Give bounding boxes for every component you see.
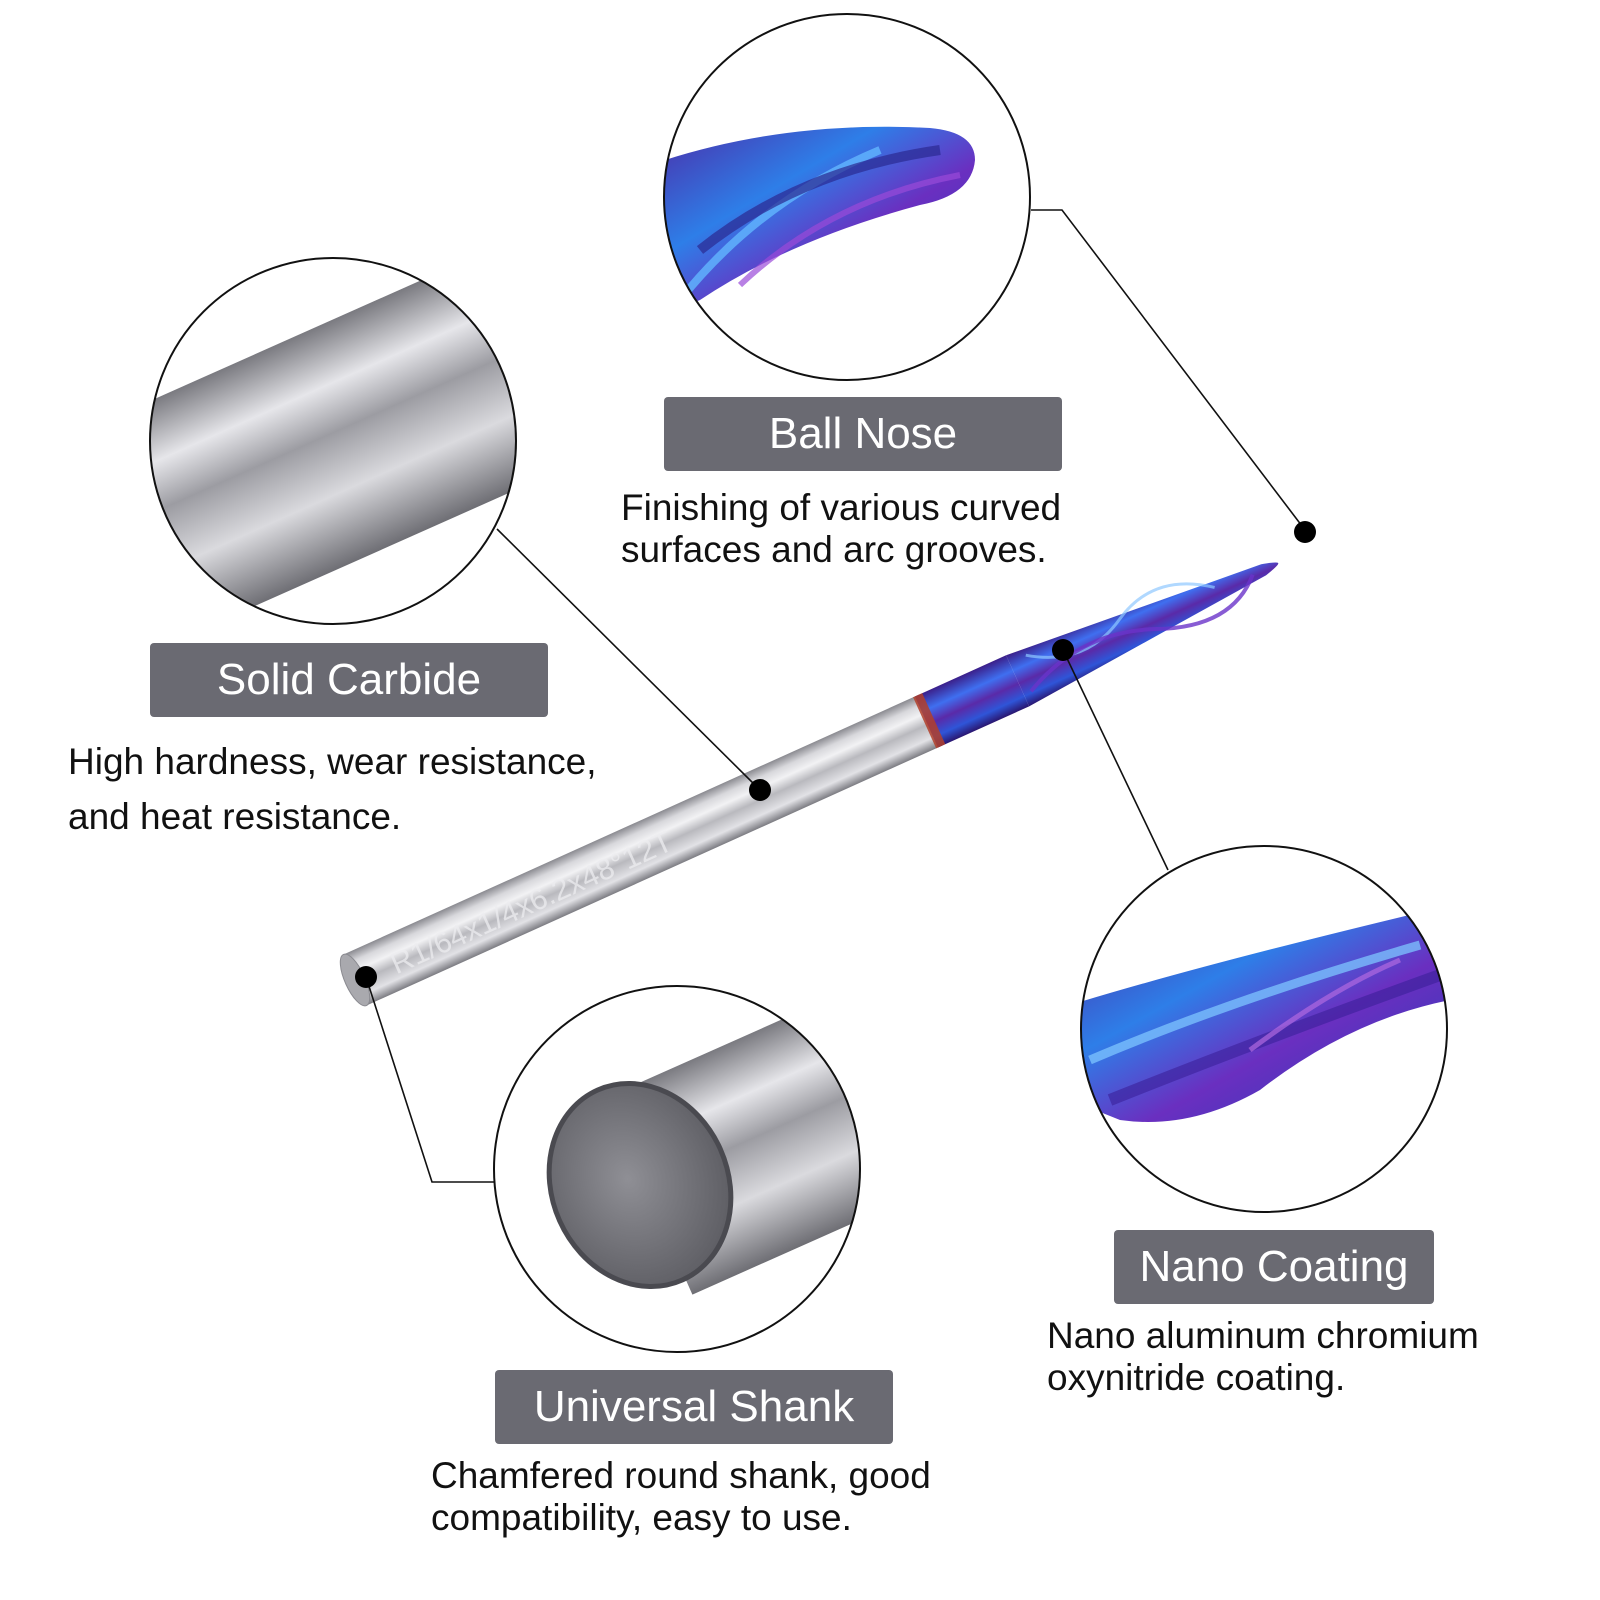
solid-carbide-description-line-2: and heat resistance.	[68, 796, 402, 837]
nano-coating-description-line-1: Nano aluminum chromium	[1047, 1315, 1479, 1356]
ball-nose-label: Ball Nose	[664, 397, 1062, 471]
universal-shank-zoom	[493, 985, 861, 1353]
callout-dots	[355, 521, 1316, 988]
solid-carbide-zoom	[149, 257, 517, 625]
shank-engraving: R1/64x1/4x6.2x48°12T	[386, 825, 678, 981]
nano-coating-label: Nano Coating	[1114, 1230, 1434, 1304]
leader-lines	[365, 209, 1306, 1183]
solid-carbide-description: High hardness, wear resistance, and heat…	[68, 734, 597, 844]
ball-nose-description: Finishing of various curved surfaces and…	[621, 487, 1061, 571]
nano-coating-dot	[1052, 639, 1074, 661]
solid-carbide-dot	[749, 779, 771, 801]
nano-coating-description-line-2: oxynitride coating.	[1047, 1357, 1346, 1398]
solid-carbide-label: Solid Carbide	[150, 643, 548, 717]
nano-coating-description: Nano aluminum chromium oxynitride coatin…	[1047, 1315, 1479, 1399]
ball-nose-zoom	[663, 13, 1031, 381]
ball-nose-description-line-2: surfaces and arc grooves.	[621, 529, 1047, 570]
tool-coated-neck	[914, 655, 1030, 748]
tool-fluted-tip	[1006, 562, 1279, 707]
universal-shank-dot	[355, 966, 377, 988]
shank-end-face	[546, 1080, 734, 1290]
tool-shank	[343, 694, 943, 1006]
universal-shank-description-line-1: Chamfered round shank, good	[431, 1455, 931, 1496]
nano-coating-zoom	[1080, 845, 1448, 1213]
universal-shank-description-line-2: compatibility, easy to use.	[431, 1497, 852, 1538]
solid-carbide-description-line-1: High hardness, wear resistance,	[68, 741, 597, 782]
universal-shank-label: Universal Shank	[495, 1370, 893, 1444]
ball-nose-description-line-1: Finishing of various curved	[621, 487, 1062, 528]
ball-nose-dot	[1294, 521, 1316, 543]
universal-shank-description: Chamfered round shank, good compatibilit…	[431, 1455, 931, 1539]
